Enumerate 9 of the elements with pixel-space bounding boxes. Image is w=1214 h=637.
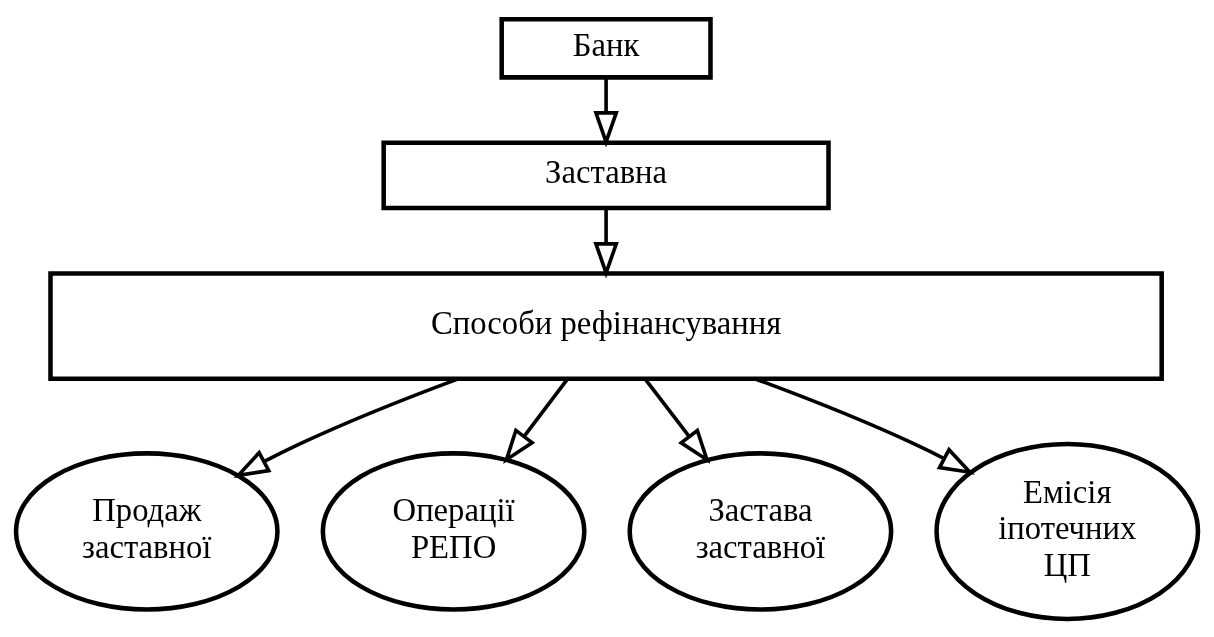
node-box: Банк xyxy=(499,16,713,80)
arrow xyxy=(593,207,619,278)
node-ellipse: Операції РЕПО xyxy=(320,450,587,612)
arrow xyxy=(233,376,459,478)
node-box: Способи рефінансування xyxy=(48,270,1164,381)
node-ellipse: Застава заставної xyxy=(627,450,894,612)
node-box: Заставна xyxy=(381,139,831,210)
arrow xyxy=(754,376,975,475)
arrow xyxy=(593,77,619,147)
